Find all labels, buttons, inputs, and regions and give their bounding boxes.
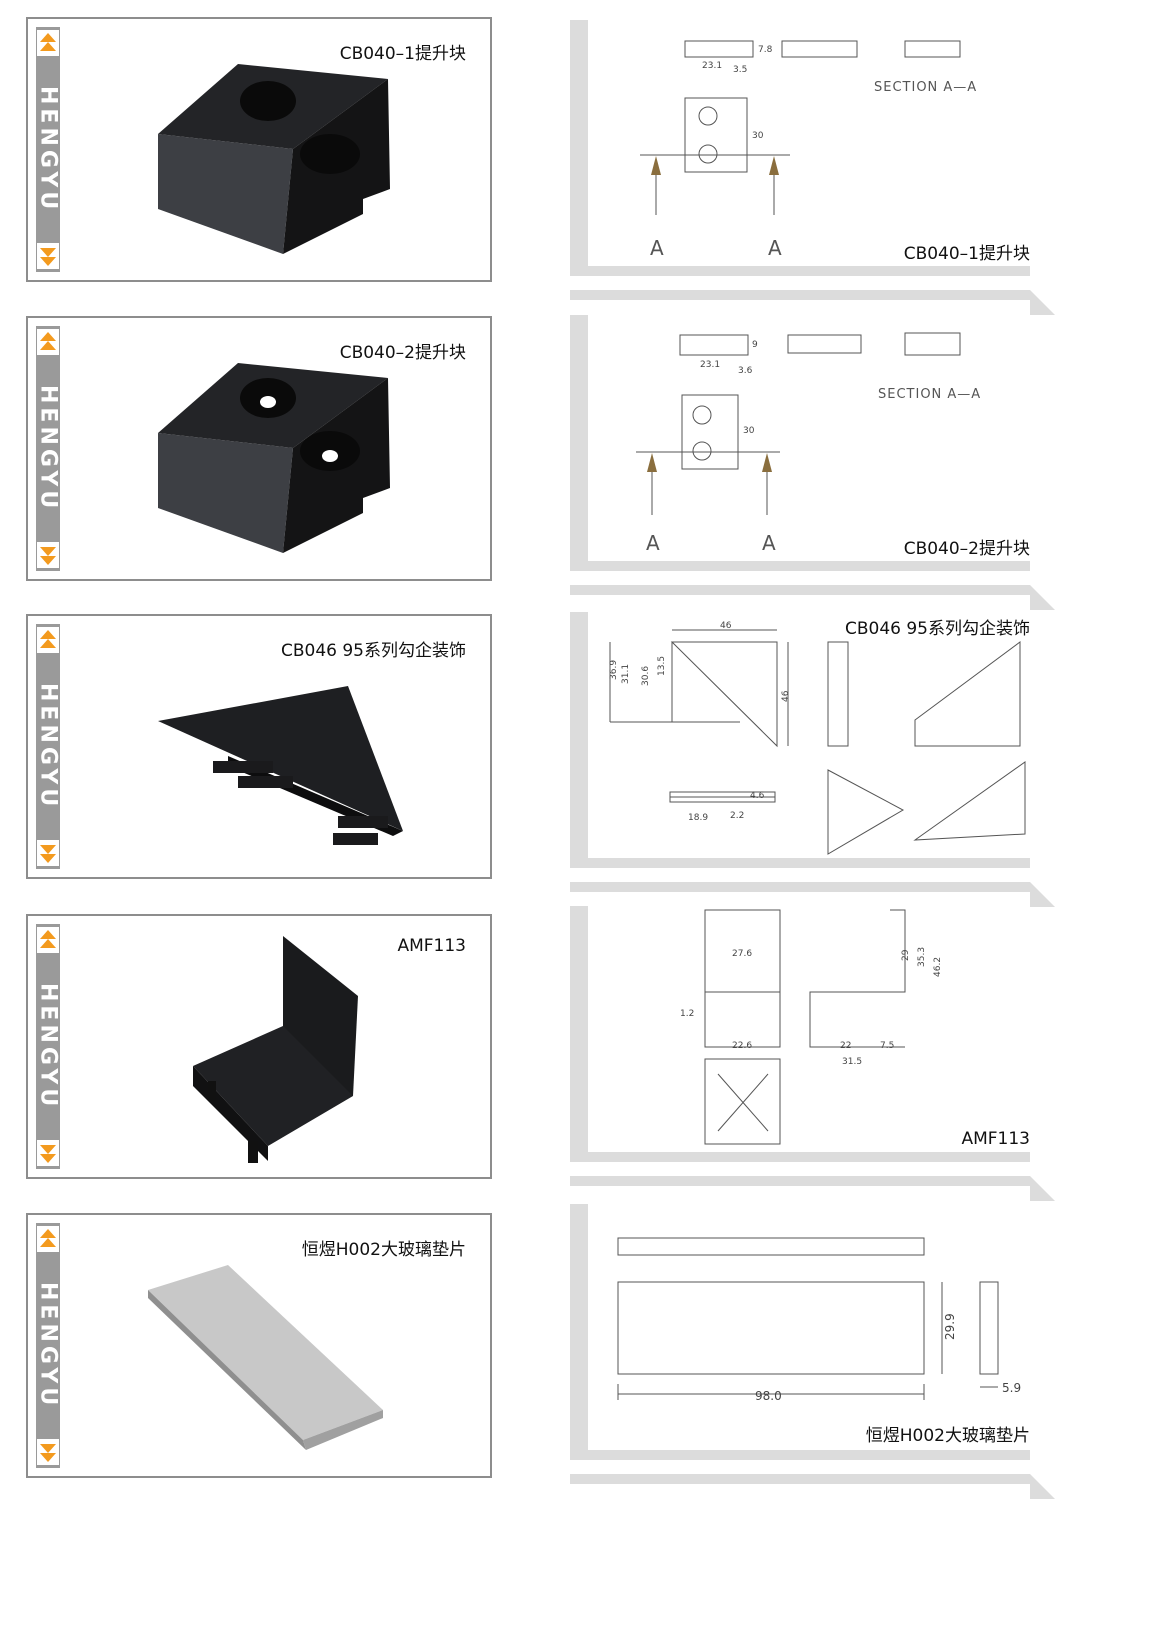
dim-label: 30.6 [641, 666, 651, 686]
technical-drawing-cb040-2: 23.1 3.6 9 30 SECTION A—A A A CB040–2提升块 [570, 315, 1065, 610]
dim-label: 5.9 [1002, 1381, 1021, 1395]
arrow-up-icon [36, 328, 60, 356]
product-card-cb040-2: HENGYU CB040–2提升块 [26, 316, 492, 581]
dim-label: 23.1 [702, 61, 722, 71]
technical-drawing-svg: 27.6 1.2 22.6 29 35.3 46.2 22 7.5 31.5 [570, 906, 1055, 1201]
product-card-amf113: HENGYU AMF113 [26, 914, 492, 1179]
dim-label: 13.5 [657, 656, 667, 676]
cut-mark: A [768, 236, 782, 260]
technical-drawing-svg: 46 36.9 31.1 30.6 13.5 46 18.9 2.2 4.6 [570, 612, 1055, 907]
dim-label: 3.6 [738, 366, 753, 376]
dim-label: 46 [720, 621, 732, 631]
technical-drawing-cb040-1: 23.1 3.5 7.8 30 SECTION A—A A A CB040–1提… [570, 20, 1065, 315]
product-photo-l-bracket [193, 936, 358, 1163]
drawing-caption: CB040–2提升块 [903, 539, 1030, 559]
product-card-cb046: HENGYU CB046 95系列勾企装饰 [26, 614, 492, 879]
arrow-up-icon [36, 1225, 60, 1253]
brand-name: HENGYU [35, 384, 61, 513]
brand-strip: HENGYU [35, 326, 61, 571]
dim-label: 3.5 [733, 65, 747, 75]
cut-mark: A [762, 531, 776, 555]
dim-label: 30 [752, 131, 764, 141]
product-card-h002: HENGYU 恒煜H002大玻璃垫片 [26, 1213, 492, 1478]
brand-strip: HENGYU [35, 624, 61, 869]
brand-strip: HENGYU [35, 924, 61, 1169]
arrow-up-icon [36, 626, 60, 654]
technical-drawing-svg: 23.1 3.5 7.8 30 [570, 20, 1055, 315]
dim-label: 31.5 [842, 1057, 862, 1067]
product-title: 恒煜H002大玻璃垫片 [301, 1240, 466, 1260]
brand-name: HENGYU [35, 682, 61, 811]
dim-label: 4.6 [750, 791, 765, 801]
product-photo-lift-block-2 [158, 363, 390, 553]
arrow-down-icon [36, 839, 60, 867]
product-title: AMF113 [397, 936, 466, 956]
dim-label: 18.9 [688, 813, 708, 823]
dim-label: 1.2 [680, 1009, 694, 1019]
arrow-down-icon [36, 1438, 60, 1466]
drawing-caption: CB040–1提升块 [903, 244, 1030, 264]
brand-name: HENGYU [35, 982, 61, 1111]
brand-name: HENGYU [35, 1281, 61, 1410]
dim-label: 29.9 [943, 1313, 957, 1340]
dim-label: 22 [840, 1041, 851, 1051]
dim-label: 98.0 [755, 1389, 782, 1403]
technical-drawing-svg: 98.0 29.9 5.9 [570, 1204, 1055, 1499]
dim-label: 7.8 [758, 45, 773, 55]
technical-drawing-amf113: 27.6 1.2 22.6 29 35.3 46.2 22 7.5 31.5 A… [570, 906, 1065, 1201]
dim-label: 36.9 [609, 660, 619, 680]
dim-label: 27.6 [732, 949, 752, 959]
product-photo-lift-block [158, 64, 390, 254]
arrow-down-icon [36, 242, 60, 270]
arrow-up-icon [36, 29, 60, 57]
dim-label: 29 [901, 949, 911, 961]
section-label: SECTION A—A [878, 387, 982, 402]
dim-label: 35.3 [917, 947, 927, 967]
technical-drawing-svg: 23.1 3.6 9 30 [570, 315, 1055, 610]
dim-label: 31.1 [621, 664, 631, 684]
dim-label: 7.5 [880, 1041, 894, 1051]
drawing-caption: AMF113 [961, 1129, 1030, 1149]
brand-strip: HENGYU [35, 1223, 61, 1468]
drawing-caption: CB046 95系列勾企装饰 [844, 619, 1030, 639]
product-title: CB040–1提升块 [339, 44, 466, 64]
product-title: CB046 95系列勾企装饰 [280, 641, 466, 661]
dim-label: 2.2 [730, 811, 744, 821]
brand-name: HENGYU [35, 85, 61, 214]
dim-label: 30 [743, 426, 755, 436]
product-title: CB040–2提升块 [339, 343, 466, 363]
section-label: SECTION A—A [874, 80, 978, 95]
cut-mark: A [650, 236, 664, 260]
dim-label: 9 [752, 340, 758, 350]
product-photo-glass-pad [148, 1265, 383, 1450]
dim-label: 23.1 [700, 360, 720, 370]
dim-label: 46.2 [933, 957, 943, 977]
technical-drawing-cb046: 46 36.9 31.1 30.6 13.5 46 18.9 2.2 4.6 C… [570, 612, 1065, 907]
dim-label: 22.6 [732, 1041, 752, 1051]
arrow-up-icon [36, 926, 60, 954]
technical-drawing-h002: 98.0 29.9 5.9 恒煜H002大玻璃垫片 [570, 1204, 1065, 1499]
dim-label: 46 [781, 690, 791, 702]
cut-mark: A [646, 531, 660, 555]
arrow-down-icon [36, 1139, 60, 1167]
product-photo-corner-decoration [158, 686, 403, 845]
product-card-cb040-1: HENGYU CB040–1提升块 [26, 17, 492, 282]
drawing-caption: 恒煜H002大玻璃垫片 [865, 1426, 1030, 1446]
brand-strip: HENGYU [35, 27, 61, 272]
arrow-down-icon [36, 541, 60, 569]
